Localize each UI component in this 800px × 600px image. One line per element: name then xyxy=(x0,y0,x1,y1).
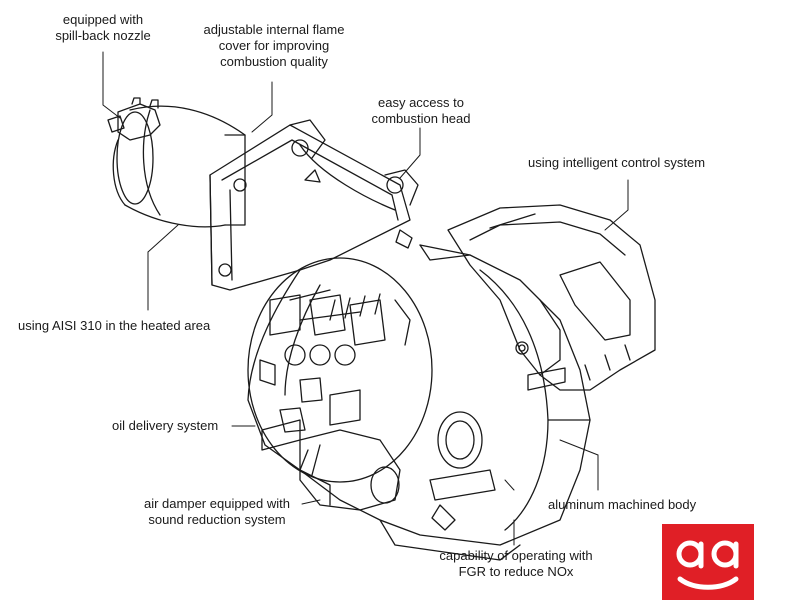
brand-logo xyxy=(662,524,754,600)
mounting-flange xyxy=(209,124,413,291)
callout-line: using intelligent control system xyxy=(528,155,706,170)
callout-line: easy access to xyxy=(378,95,464,110)
callout-line: adjustable internal flame xyxy=(203,22,345,37)
callout-line: using AISI 310 in the heated area xyxy=(18,318,211,333)
callout-spill-back-nozzle: equipped with spill-back nozzle xyxy=(38,12,168,44)
callout-aisi-310: using AISI 310 in the heated area xyxy=(18,318,210,334)
main-housing xyxy=(247,244,591,561)
nozzle-assembly xyxy=(107,97,161,141)
callout-line: oil delivery system xyxy=(112,418,219,433)
callout-line: capability of operating with xyxy=(439,548,593,563)
callout-fgr: capability of operating with FGR to redu… xyxy=(424,548,608,580)
callout-line: cover for improving xyxy=(218,38,330,53)
control-box xyxy=(447,204,656,391)
flame-tube xyxy=(112,105,246,228)
callout-line: FGR to reduce NOx xyxy=(458,564,574,579)
callout-line: aluminum machined body xyxy=(548,497,697,512)
callout-line: sound reduction system xyxy=(148,512,286,527)
callout-combustion-head: easy access to combustion head xyxy=(360,95,482,127)
smile-logo-icon xyxy=(676,540,739,590)
callout-aluminum-body: aluminum machined body xyxy=(548,497,696,513)
callout-flame-cover: adjustable internal flame cover for impr… xyxy=(185,22,363,70)
callout-oil-delivery: oil delivery system xyxy=(112,418,218,434)
oil-pump-motor xyxy=(261,419,401,511)
callout-line: spill-back nozzle xyxy=(55,28,151,43)
combustion-head-access xyxy=(289,119,419,206)
callout-control-system: using intelligent control system xyxy=(528,155,705,171)
callout-line: equipped with xyxy=(62,12,144,27)
callout-line: combustion quality xyxy=(220,54,328,69)
callout-air-damper: air damper equipped with sound reduction… xyxy=(132,496,302,528)
cutaway-view xyxy=(247,257,433,483)
callout-line: air damper equipped with xyxy=(144,496,290,511)
callout-line: combustion head xyxy=(371,111,471,126)
leader-lines xyxy=(102,51,629,546)
air-damper xyxy=(429,411,496,531)
